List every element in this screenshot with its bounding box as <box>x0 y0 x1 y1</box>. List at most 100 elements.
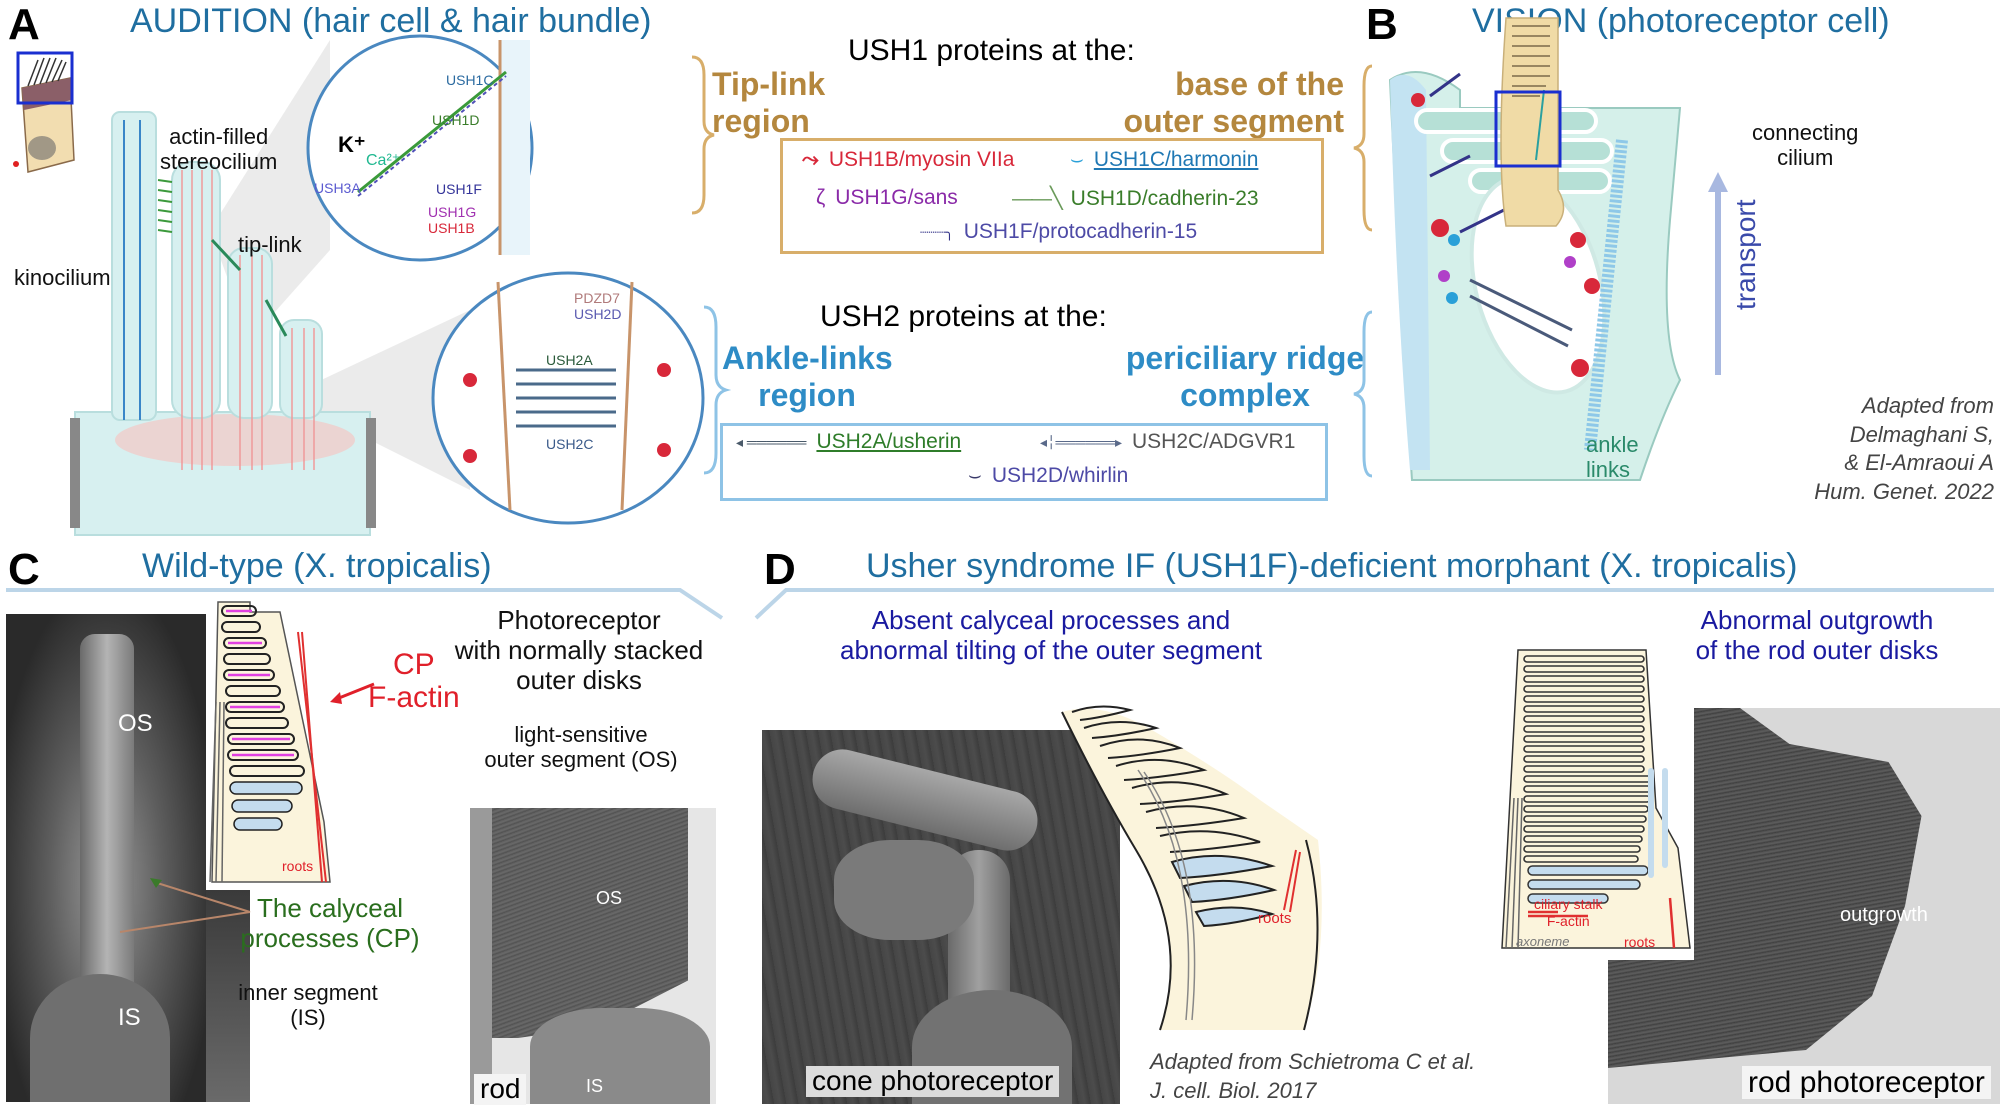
outgrowth-label: outgrowth <box>1840 904 1928 926</box>
legend-item-ush1g: ζ USH1G/sans <box>816 186 958 209</box>
whirlin-icon: ⌣ <box>968 464 982 487</box>
rod-disk <box>1523 735 1645 743</box>
legend-item-ush2c: ◂╎══════▸ USH2C/ADGVR1 <box>1040 430 1296 453</box>
is-description: inner segment (IS) <box>238 980 378 1031</box>
transport-label: transport <box>1730 199 1761 311</box>
rod-disk <box>1523 695 1645 703</box>
ush1d-label: USH1D <box>432 112 480 128</box>
rod-disk <box>1523 745 1645 753</box>
wildtype-sem-image-extension <box>206 890 250 1102</box>
ush2d-label: USH2D <box>574 306 622 322</box>
ush2-region-left: Ankle-links region <box>722 340 893 413</box>
stereocilium-label: actin-filled stereocilium <box>160 124 278 175</box>
rod-disk <box>1523 675 1645 683</box>
panel-c-letter: C <box>8 545 40 594</box>
roots-label-rod: roots <box>1624 934 1656 950</box>
panel-c-title: Wild-type (X. tropicalis) <box>142 547 492 585</box>
usherin-icon: ◂ ══════ <box>736 433 807 450</box>
ush2c-label: USH2C <box>546 436 594 452</box>
ush2-region-right: periciliary ridge complex <box>1125 340 1365 413</box>
rod-disk <box>1523 715 1645 723</box>
cadherin23-icon: ——╲ <box>1012 187 1063 210</box>
ankle-links-label: ankle links <box>1586 432 1639 483</box>
rod-disk <box>1523 835 1643 843</box>
ush1c-label: USH1C <box>446 72 494 88</box>
ush1g-label: USH1G <box>428 204 477 220</box>
ush2-left-brace <box>703 305 732 475</box>
os-description: light-sensitive outer segment (OS) <box>484 722 678 773</box>
calcium-ion-label: Ca²⁺ <box>366 152 401 169</box>
ciliary-stalk-label: ciliary stalk F-actin <box>1534 896 1603 929</box>
rod-description: Abnormal outgrowth of the rod outer disk… <box>1695 605 1939 665</box>
sans-icon: ζ <box>816 186 826 209</box>
axoneme-label: axoneme <box>1516 934 1570 949</box>
panel-d-citation: Adapted from Schietroma C et al. J. cell… <box>1150 1049 1476 1103</box>
hair-cell-thumbnail <box>13 51 75 173</box>
ush1-heading: USH1 proteins at the: <box>848 34 1135 67</box>
tem-os-label: OS <box>596 888 623 908</box>
ush2a-label: USH2A <box>546 352 593 368</box>
rod-disk <box>1523 755 1645 763</box>
rod-disk <box>1523 705 1645 713</box>
pdzd7-label: PDZD7 <box>574 290 620 306</box>
tip-link-label: tip-link <box>238 232 302 257</box>
wildtype-os-diagram <box>209 601 331 883</box>
legend-item-ush1c: ⌣ USH1C/harmonin <box>1070 148 1259 171</box>
tem-is-label: IS <box>586 1076 604 1096</box>
sem-is-label: IS <box>118 1004 141 1031</box>
hair-bundle-illustration <box>70 34 705 536</box>
potassium-ion-label: K⁺ <box>338 132 366 157</box>
photoreceptor-illustration <box>1353 17 1728 481</box>
rod-disk <box>1523 765 1645 773</box>
calyceal-arrows <box>119 878 251 933</box>
roots-label-wt: roots <box>282 858 314 874</box>
panel-b-citation: Adapted from Delmaghani S, & El-Amraoui … <box>1814 393 1994 504</box>
legend-item-ush2a: ◂ ══════ USH2A/usherin <box>736 430 962 453</box>
tilted-os-diagram <box>1061 705 1322 1031</box>
calyceal-label: The calyceal processes (CP) <box>240 893 420 953</box>
rod-disk <box>1523 725 1645 733</box>
ush2-legend-box <box>720 423 1328 501</box>
panel-c-divider <box>6 588 724 620</box>
ush1-legend-box <box>780 138 1324 254</box>
protocadherin15-icon: ┈┈┈╮ <box>920 223 954 240</box>
rod-disk <box>1523 825 1645 833</box>
panel-a-letter: A <box>8 0 40 49</box>
cone-description: Absent calyceal processes and abnormal t… <box>839 605 1263 665</box>
legend-item-ush1b: ⤳ USH1B/myosin VIIa <box>802 148 1015 171</box>
cp-arrow-icon <box>330 682 375 704</box>
rod-disk <box>1523 855 1639 863</box>
rod-disk <box>1523 845 1641 853</box>
adgvr1-icon: ◂╎══════▸ <box>1040 433 1122 450</box>
cone-caption: cone photoreceptor <box>806 1065 1060 1097</box>
panel-d-letter: D <box>764 545 796 594</box>
wildtype-sem-image <box>6 614 206 1102</box>
harmonin-icon: ⌣ <box>1070 148 1084 171</box>
cp-factin-label: CP F-actin <box>368 648 460 714</box>
rod-outgrowth-diagram <box>1498 648 1694 960</box>
myosin-icon: ⤳ <box>802 148 819 171</box>
rod-disk <box>1523 655 1645 663</box>
ush1f-label: USH1F <box>436 181 482 197</box>
legend-item-ush1f: ┈┈┈╮ USH1F/protocadherin-15 <box>920 220 1198 243</box>
ush3a-label: USH3A <box>314 180 361 196</box>
legend-item-ush2d: ⌣ USH2D/whirlin <box>968 464 1129 487</box>
panel-d-divider <box>754 588 1994 620</box>
roots-label-cone: roots <box>1258 910 1292 927</box>
wildtype-tem-image <box>470 808 716 1104</box>
photoreceptor-description: Photoreceptor with normally stacked oute… <box>454 605 704 695</box>
zoom-region-box <box>1494 90 1562 168</box>
panel-b-letter: B <box>1366 0 1398 49</box>
cone-sem-image <box>762 730 1120 1104</box>
panel-d-title: Usher syndrome IF (USH1F)-deficient morp… <box>866 547 1798 585</box>
ush1b-label: USH1B <box>428 220 475 236</box>
ush2-heading: USH2 proteins at the: <box>820 300 1107 333</box>
kinocilium-label: kinocilium <box>14 265 111 290</box>
rod-disk <box>1523 815 1647 823</box>
connecting-cilium-label: connecting cilium <box>1752 120 1859 171</box>
rod-caption: rod <box>474 1073 527 1105</box>
rod-caption-d: rod photoreceptor <box>1742 1066 1991 1099</box>
rod-disk <box>1523 685 1645 693</box>
rod-disk <box>1523 665 1645 673</box>
ush1-left-brace <box>691 55 715 215</box>
